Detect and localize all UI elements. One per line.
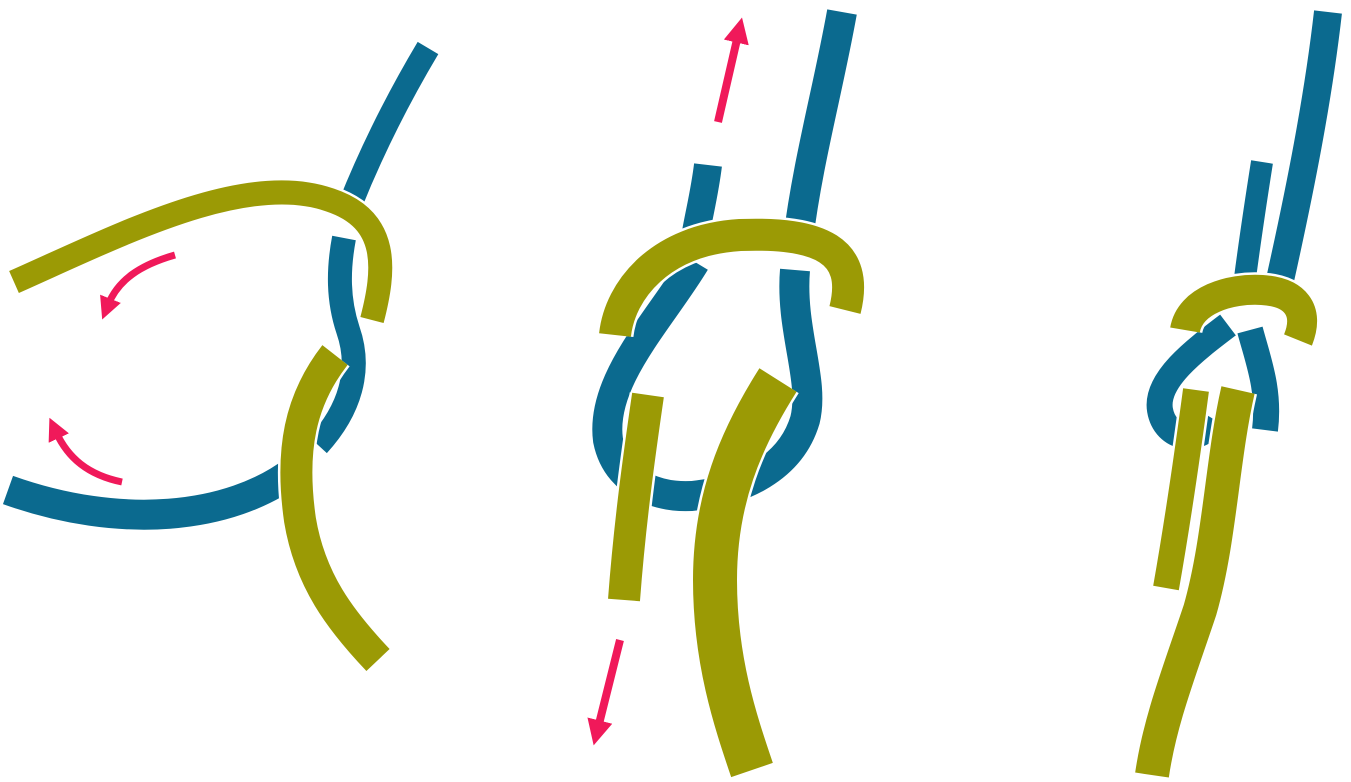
step-3 <box>1152 12 1328 775</box>
step-1 <box>8 48 428 660</box>
straight-arrow-down <box>598 640 620 728</box>
rope-blue-segment <box>350 48 428 205</box>
straight-arrow-up <box>718 35 738 122</box>
curved-arrow <box>108 255 175 305</box>
step-2 <box>598 12 848 770</box>
rope-olive-segment <box>715 380 778 770</box>
curved-arrow <box>56 432 122 482</box>
